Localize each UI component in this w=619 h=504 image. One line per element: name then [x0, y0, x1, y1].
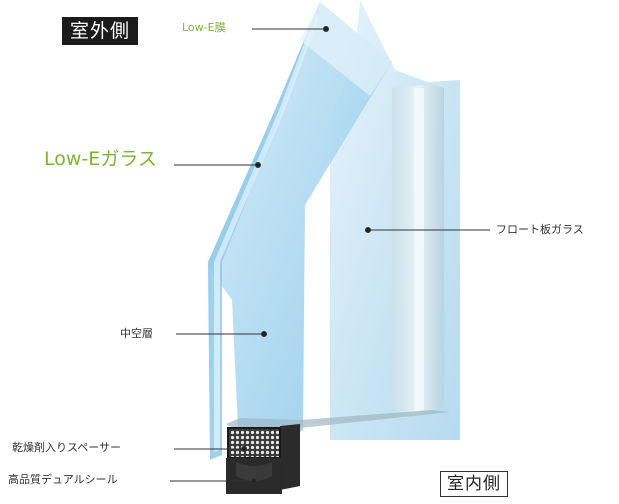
dot-float-glass [365, 227, 371, 233]
air-layer-label: 中空層 [120, 327, 153, 340]
float-glass-edge-highlight [414, 88, 424, 412]
low-e-film-label: Low-E膜 [182, 21, 226, 34]
low-e-film [300, 2, 392, 96]
spacer-label: 乾燥剤入りスペーサー [12, 441, 122, 454]
dot-low-e-film [323, 26, 329, 32]
leader-lines [170, 26, 490, 484]
dot-low-e-glass [255, 162, 261, 168]
seal-label: 高品質デュアルシール [8, 473, 118, 486]
dot-air-layer [261, 331, 267, 337]
indoor-side-label: 室内側 [440, 471, 508, 497]
dot-seal [251, 478, 257, 484]
seal-inner [236, 462, 272, 481]
low-e-glass-front [208, 2, 392, 470]
low-e-glass-label: Low-Eガラス [44, 148, 157, 170]
outdoor-side-label: 室外側 [62, 17, 139, 45]
spacer-desiccant [227, 427, 281, 459]
float-glass-label: フロート板ガラス [496, 223, 584, 236]
dot-spacer [241, 446, 247, 452]
spacer-bar [280, 424, 300, 490]
